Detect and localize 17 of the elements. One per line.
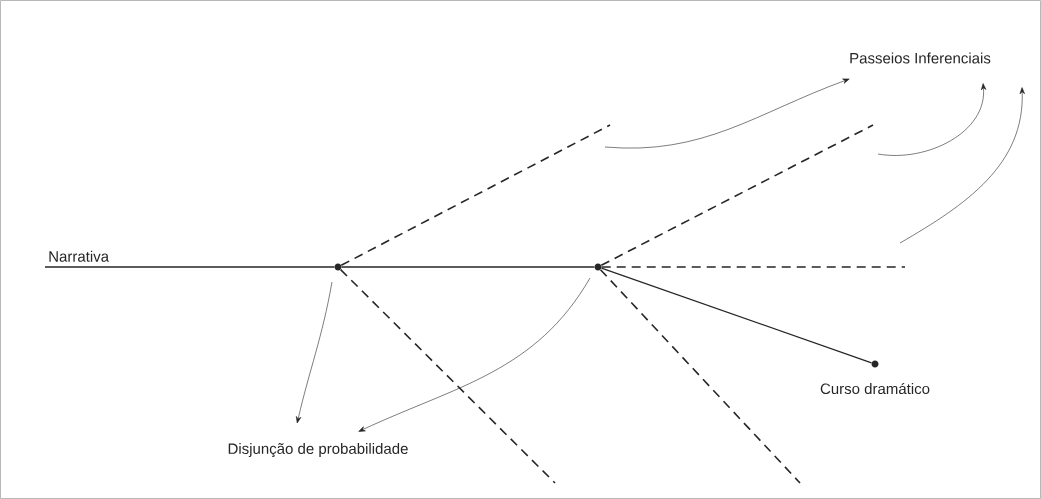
- arrow: [899, 87, 1025, 244]
- dashed-line: [600, 124, 874, 267]
- line: [600, 267, 873, 364]
- text-label: Passeios Inferenciais: [850, 52, 991, 64]
- dashed-line: [339, 268, 556, 484]
- text-label: Disjunção de probabilidade: [228, 443, 408, 458]
- dashed-line: [599, 268, 801, 484]
- line: [341, 266, 595, 268]
- edge-label: Narrativa: [49, 250, 110, 262]
- arrow: [358, 277, 591, 432]
- dashed-line: [600, 266, 906, 268]
- arrow: [604, 78, 850, 149]
- text-label: Curso dramático: [820, 382, 930, 395]
- arrow: [296, 281, 333, 424]
- dashed-line: [340, 124, 611, 267]
- line: [44, 266, 335, 268]
- arrow: [877, 83, 987, 156]
